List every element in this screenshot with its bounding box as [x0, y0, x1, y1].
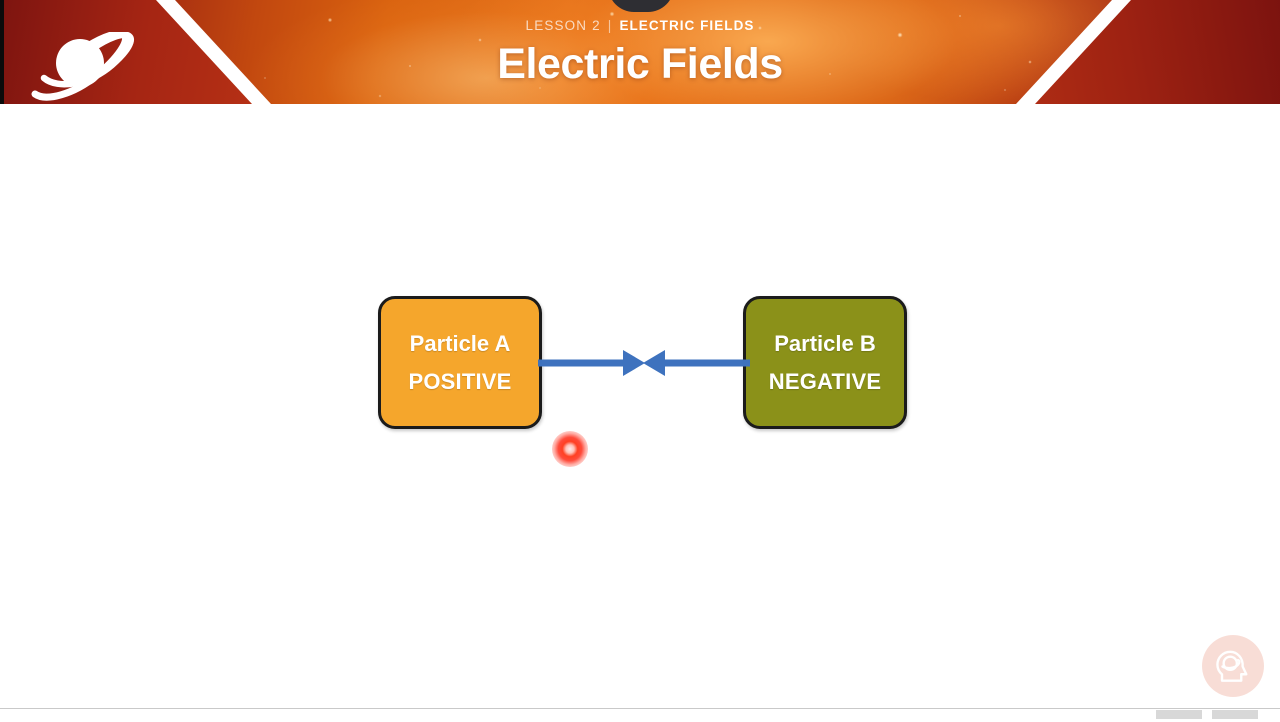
planet-saturn-icon: [28, 30, 146, 102]
taskbar-chip-1[interactable]: [1156, 710, 1202, 719]
particle-a-label: Particle A: [409, 330, 511, 356]
breadcrumb-separator: |: [607, 18, 613, 33]
particle-b-label: Particle B: [774, 330, 876, 356]
header-text-block: LESSON 2 | ELECTRIC FIELDS Electric Fields: [0, 0, 1280, 104]
click-cursor-indicator: [552, 431, 588, 467]
head-with-planet-icon: [1202, 635, 1264, 697]
lesson-breadcrumb: LESSON 2 | ELECTRIC FIELDS: [0, 17, 1280, 34]
particle-a-node[interactable]: Particle A POSITIVE: [378, 296, 542, 429]
attraction-arrows-icon: [538, 340, 750, 386]
top-notch-decoration: [608, 0, 674, 12]
bottom-divider: [0, 708, 1280, 709]
page-title: Electric Fields: [497, 40, 783, 88]
lesson-header-banner: LESSON 2 | ELECTRIC FIELDS Electric Fields: [0, 0, 1280, 104]
electric-force-diagram: Particle A POSITIVE Particle B NEGATIVE: [0, 104, 1280, 722]
particle-b-charge: NEGATIVE: [768, 368, 882, 394]
header-left-edge: [0, 0, 4, 104]
taskbar-chip-2[interactable]: [1212, 710, 1258, 719]
particle-b-node[interactable]: Particle B NEGATIVE: [743, 296, 907, 429]
bottom-strip: [0, 709, 1280, 722]
lesson-number: LESSON 2: [525, 18, 601, 33]
particle-a-charge: POSITIVE: [408, 368, 512, 394]
lesson-topic: ELECTRIC FIELDS: [619, 18, 755, 33]
slide-canvas: Particle A POSITIVE Particle B NEGATIVE: [0, 104, 1280, 722]
